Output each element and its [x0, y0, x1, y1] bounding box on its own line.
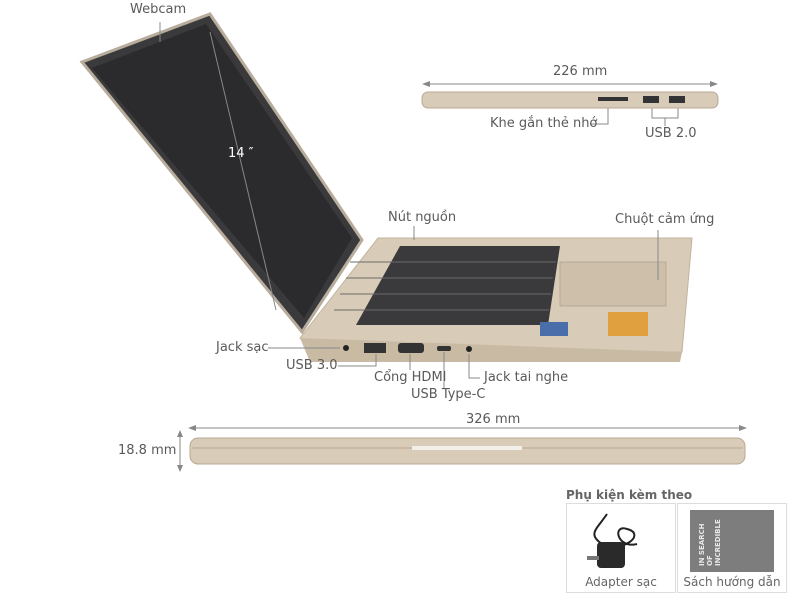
front-view [189, 437, 746, 465]
manual-caption: Sách hướng dẫn [683, 575, 781, 589]
keyboard [356, 246, 560, 325]
usb3-label: USB 3.0 [286, 358, 338, 373]
touchpad [559, 261, 667, 307]
power-adapter-icon [587, 513, 638, 568]
charging-port [343, 345, 349, 351]
adapter-caption: Adapter sạc [585, 575, 657, 589]
accessory-adapter: Adapter sạc [566, 503, 676, 593]
usb-c-label: USB Type-C [411, 387, 486, 402]
hdmi-port [398, 343, 424, 353]
hdmi-label: Cổng HDMI [374, 370, 447, 385]
sticker-intel [540, 322, 568, 336]
screen-size-label: 14 ″ [228, 146, 254, 161]
accessory-manual: IN SEARCH OF INCREDIBLE Sách hướng dẫn [677, 503, 787, 593]
card-slot-label: Khe gắn thẻ nhớ [490, 116, 598, 131]
power-button-label: Nút nguồn [388, 210, 457, 225]
touchpad-label: Chuột cảm ứng [615, 212, 715, 227]
headphone-port [466, 346, 472, 352]
usb2-label: USB 2.0 [645, 126, 697, 141]
accessories-title: Phụ kiện kèm theo [566, 488, 693, 502]
thickness-label: 18.8 mm [118, 443, 177, 458]
manual-cover-text: IN SEARCH OF INCREDIBLE [698, 519, 722, 566]
charging-jack-label: Jack sạc [216, 340, 269, 355]
headphone-jack-label: Jack tai nghe [484, 370, 569, 385]
webcam-label: Webcam [130, 2, 187, 17]
laptop-screen [92, 24, 352, 318]
usbc-port [437, 346, 451, 351]
sticker [608, 312, 648, 336]
width-label: 226 mm [553, 64, 608, 79]
manual-book-icon: IN SEARCH OF INCREDIBLE [690, 510, 774, 572]
usb3-port [364, 343, 386, 353]
length-label: 326 mm [466, 412, 521, 427]
